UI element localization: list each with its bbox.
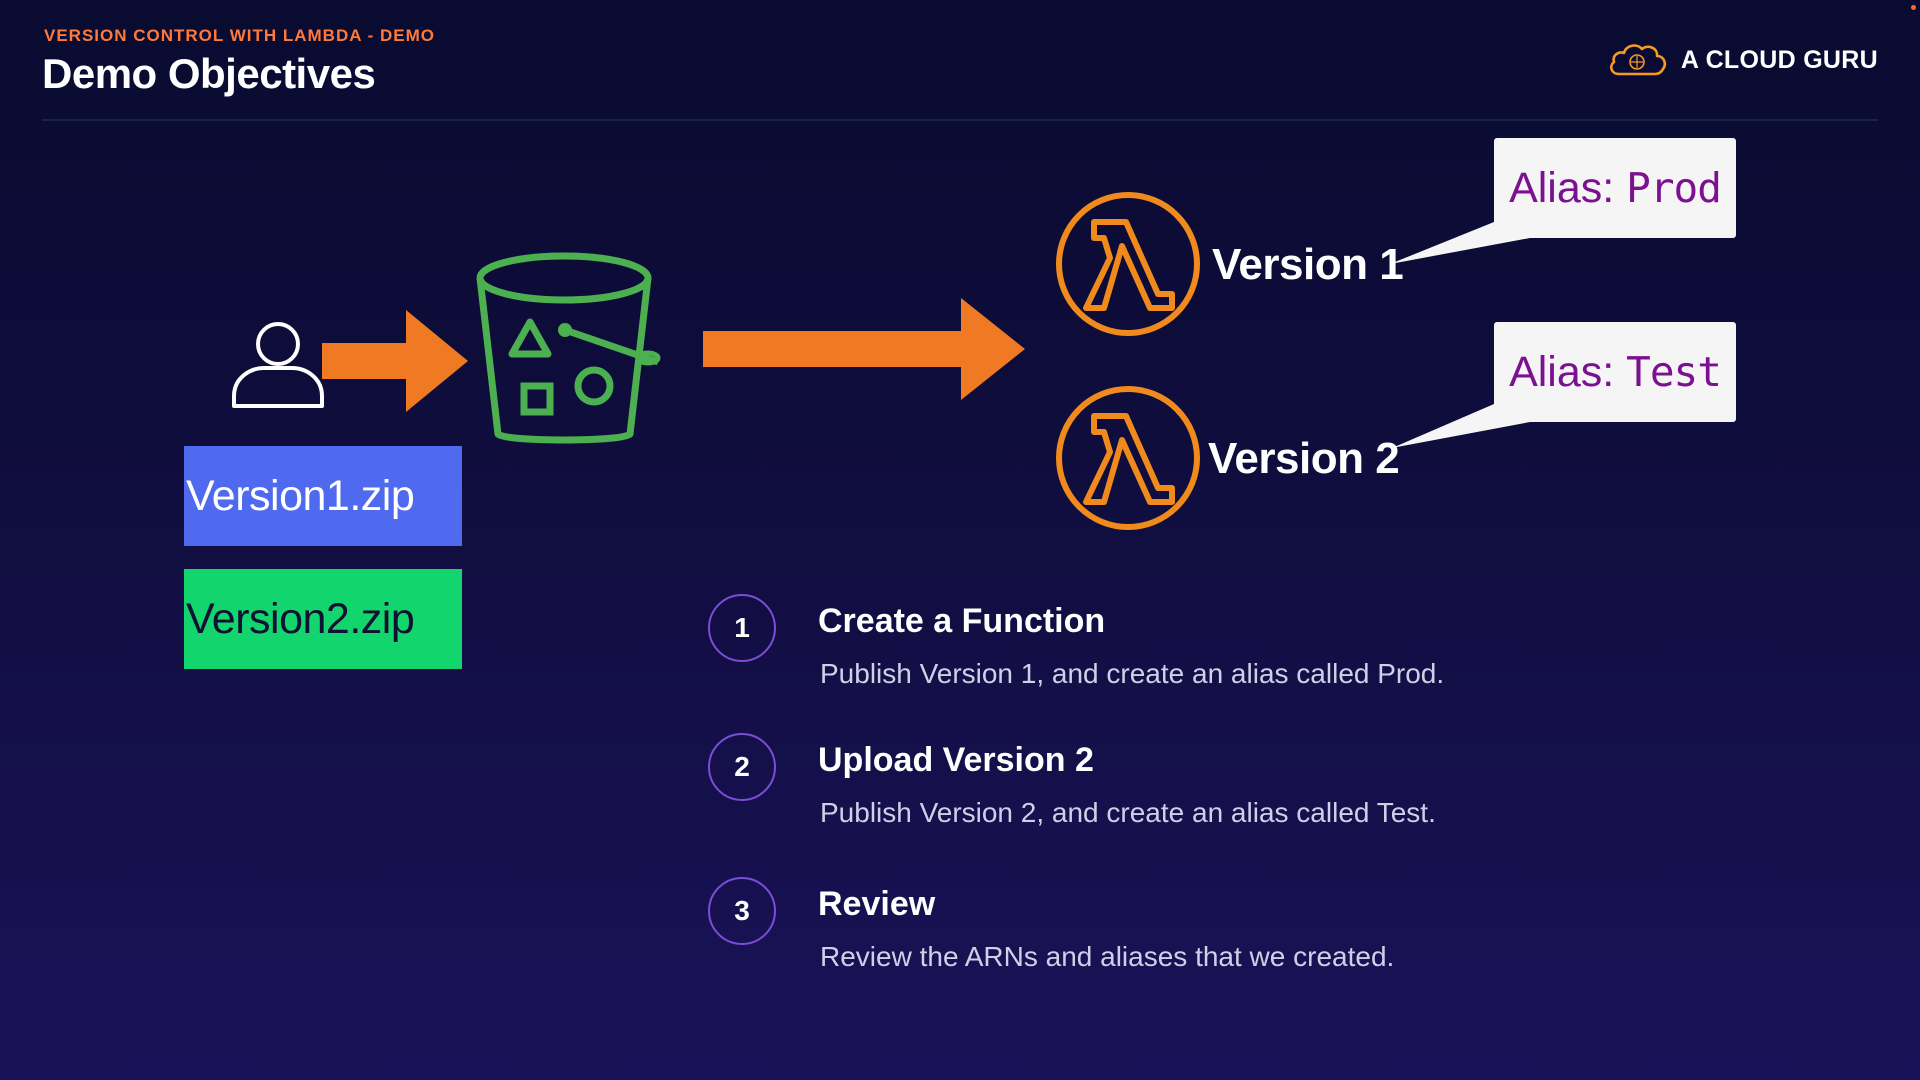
s3-bucket-icon [476, 252, 661, 444]
step-item: 3 Review Review the ARNs and aliases tha… [708, 877, 1708, 997]
slide-subtitle: VERSION CONTROL WITH LAMBDA - DEMO [44, 26, 435, 45]
lambda-icon [1056, 192, 1200, 336]
version-2-label: Version 2 [1208, 434, 1400, 483]
step-description: Publish Version 1, and create an alias c… [820, 658, 1445, 689]
cloud-logo-icon [1609, 44, 1666, 76]
step-number-badge: 1 [708, 594, 776, 662]
step-title: Create a Function [818, 602, 1106, 640]
user-icon [232, 322, 324, 408]
step-number-badge: 3 [708, 877, 776, 945]
step-description: Review the ARNs and aliases that we crea… [820, 941, 1395, 972]
brand-logo: A CLOUD GURU [1607, 40, 1878, 80]
alias-test-callout: Alias: Test [1494, 322, 1736, 422]
alias-prod-callout: Alias: Prod [1494, 138, 1736, 238]
step-title: Upload Version 2 [818, 741, 1094, 779]
step-title: Review [818, 885, 936, 923]
alias-key: Alias: [1509, 163, 1615, 212]
version2-zip: Version2.zip [184, 569, 462, 669]
lambda-icon [1056, 386, 1200, 530]
step-number-badge: 2 [708, 733, 776, 801]
step-item: 1 Create a Function Publish Version 1, a… [708, 594, 1708, 714]
step-description: Publish Version 2, and create an alias c… [820, 797, 1436, 828]
version1-zip: Version1.zip [184, 446, 462, 546]
deploy-arrow [703, 298, 1025, 400]
alias-value: Test [1626, 348, 1722, 396]
version-1-label: Version 1 [1212, 240, 1404, 289]
upload-arrow [322, 310, 468, 412]
step-item: 2 Upload Version 2 Publish Version 2, an… [708, 733, 1708, 853]
brand-name: A CLOUD GURU [1680, 45, 1878, 74]
alias-value: Prod [1626, 164, 1722, 212]
slide-title: Demo Objectives [42, 50, 376, 97]
corner-dot [1911, 5, 1916, 10]
alias-key: Alias: [1509, 347, 1615, 396]
header-divider [42, 119, 1878, 121]
